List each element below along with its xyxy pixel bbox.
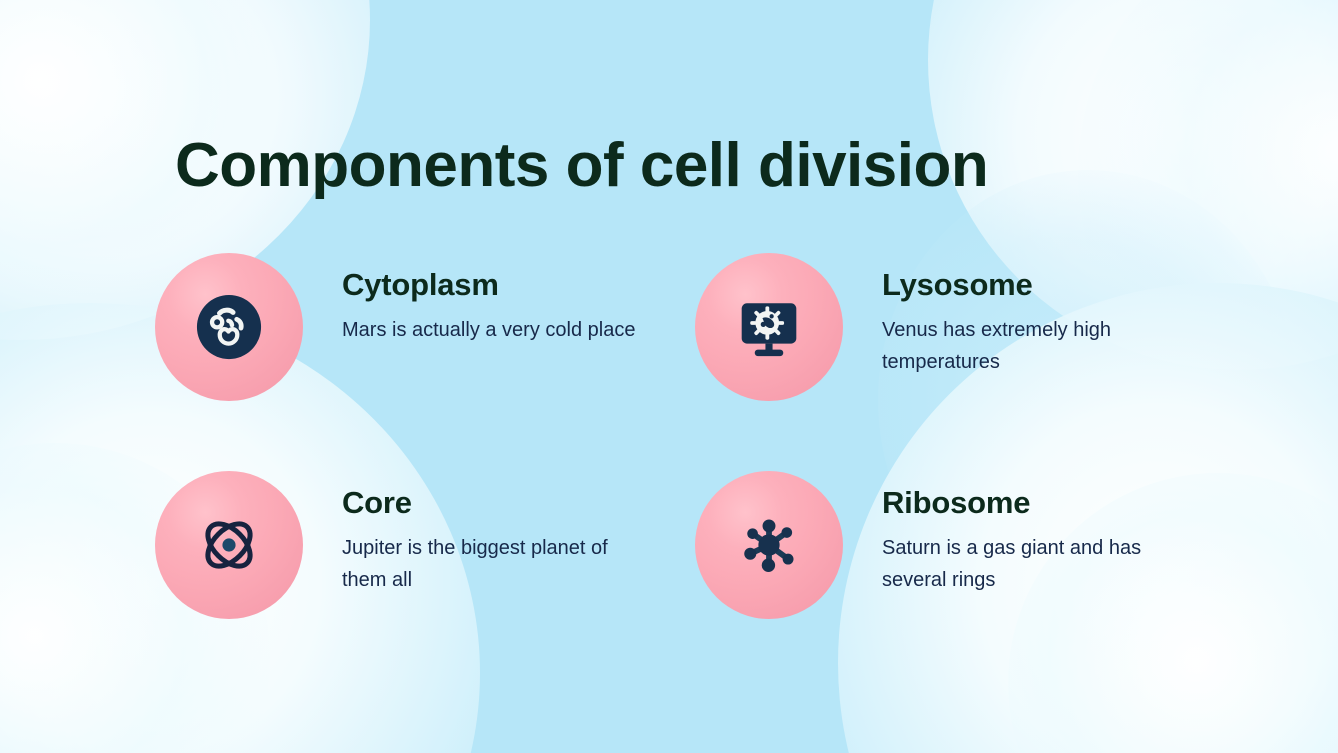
feature-title-lysosome: Lysosome — [882, 267, 1033, 302]
ribosome-molecule-icon — [732, 508, 806, 582]
icon-badge-cytoplasm — [155, 253, 303, 401]
feature-title-ribosome: Ribosome — [882, 485, 1031, 520]
feature-title-core: Core — [342, 485, 412, 520]
feature-description-lysosome: Venus has extremely high temperatures — [882, 319, 1112, 374]
cytoplasm-cell-icon — [191, 289, 267, 365]
lysosome-monitor-microbe-icon — [731, 289, 807, 365]
feature-description-cytoplasm: Mars is actually a very cold place — [342, 319, 636, 342]
feature-item-cytoplasm: Cytoplasm Mars is actually a very cold p… — [155, 253, 695, 471]
feature-item-lysosome: Lysosome Venus has extremely high temper… — [695, 253, 1215, 471]
feature-description-core: Jupiter is the biggest planet of them al… — [342, 537, 608, 592]
slide-title: Components of cell division — [175, 130, 989, 200]
icon-badge-core — [155, 471, 303, 619]
feature-title-cytoplasm: Cytoplasm — [342, 267, 499, 302]
feature-grid: Cytoplasm Mars is actually a very cold p… — [155, 253, 1215, 689]
core-atom-icon — [190, 506, 268, 584]
feature-text-ribosome: Ribosome Saturn is a gas giant and has s… — [882, 471, 1182, 597]
feature-text-core: Core Jupiter is the biggest planet of th… — [342, 471, 642, 597]
feature-item-ribosome: Ribosome Saturn is a gas giant and has s… — [695, 471, 1215, 689]
feature-text-cytoplasm: Cytoplasm Mars is actually a very cold p… — [342, 253, 635, 346]
feature-text-lysosome: Lysosome Venus has extremely high temper… — [882, 253, 1182, 379]
feature-item-core: Core Jupiter is the biggest planet of th… — [155, 471, 695, 689]
icon-badge-ribosome — [695, 471, 843, 619]
feature-description-ribosome: Saturn is a gas giant and has several ri… — [882, 537, 1142, 592]
icon-badge-lysosome — [695, 253, 843, 401]
